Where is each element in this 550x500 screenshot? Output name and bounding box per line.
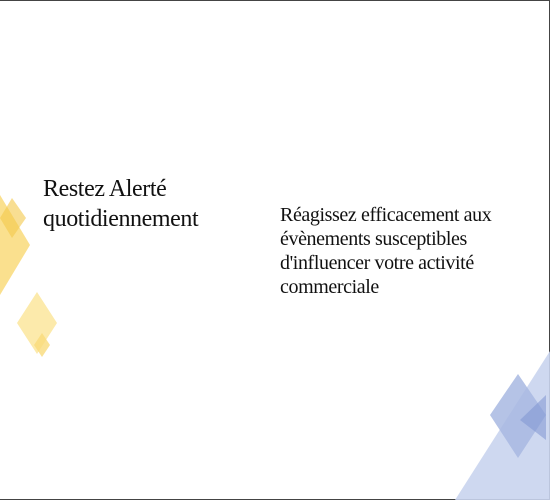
blue-diamond-icon <box>490 374 546 458</box>
yellow-diamond-large-icon <box>0 195 30 295</box>
slide-heading: Restez Alerté quotidiennement <box>43 176 199 232</box>
blue-triangle-large-icon <box>455 351 550 500</box>
yellow-diamond-medium-icon <box>17 292 57 354</box>
slide-border-top <box>0 0 550 1</box>
yellow-diamond-small-icon <box>0 198 26 238</box>
slide-body-text: Réagissez efficacement aux évènements su… <box>280 204 492 298</box>
blue-triangle-icons <box>455 351 550 500</box>
yellow-diamond-tiny-icon <box>34 333 50 357</box>
blue-triangle-overlap-icon <box>520 395 546 440</box>
